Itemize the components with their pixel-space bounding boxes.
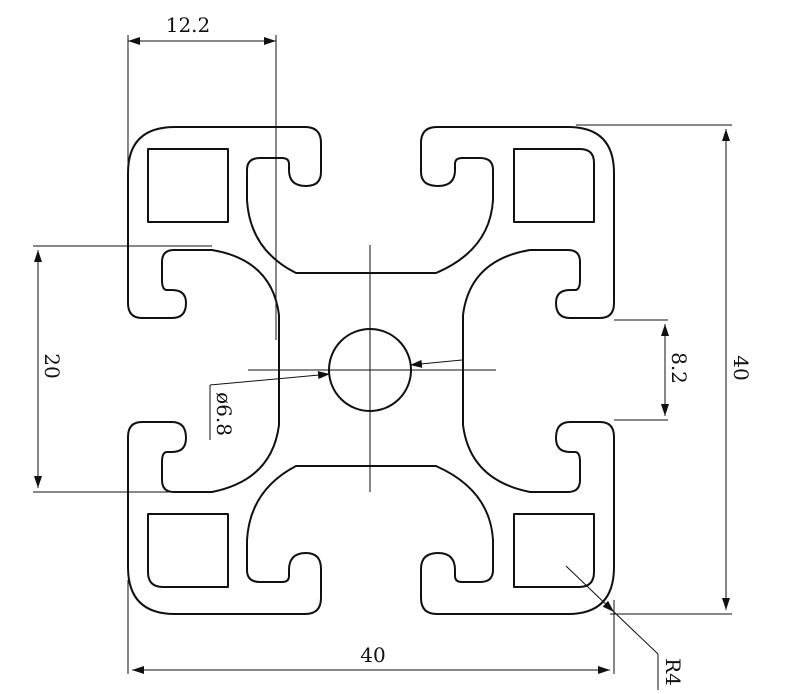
dimension-radius-r4: R4 (565, 565, 685, 690)
dimension-left-20: 20 (33, 245, 212, 493)
center-bore (248, 245, 496, 492)
dimension-top-12-2: 12.2 (127, 13, 277, 340)
dimension-right-40: 40 (576, 124, 753, 615)
dim-label-12-2: 12.2 (166, 13, 211, 37)
dim-label-hole: ø6.8 (212, 392, 236, 436)
corner-cavities (147, 148, 595, 588)
dim-label-40-bottom: 40 (360, 643, 385, 667)
dim-label-20: 20 (40, 353, 64, 378)
dim-label-40-right: 40 (729, 355, 753, 380)
dim-label-8-2: 8.2 (667, 352, 691, 384)
dimension-slot-8-2: 8.2 (614, 319, 691, 421)
dimension-hole-diameter: ø6.8 (209, 359, 463, 440)
dimension-bottom-40: 40 (127, 580, 615, 674)
dim-label-r4: R4 (661, 658, 685, 686)
profile-outline (127, 126, 615, 615)
